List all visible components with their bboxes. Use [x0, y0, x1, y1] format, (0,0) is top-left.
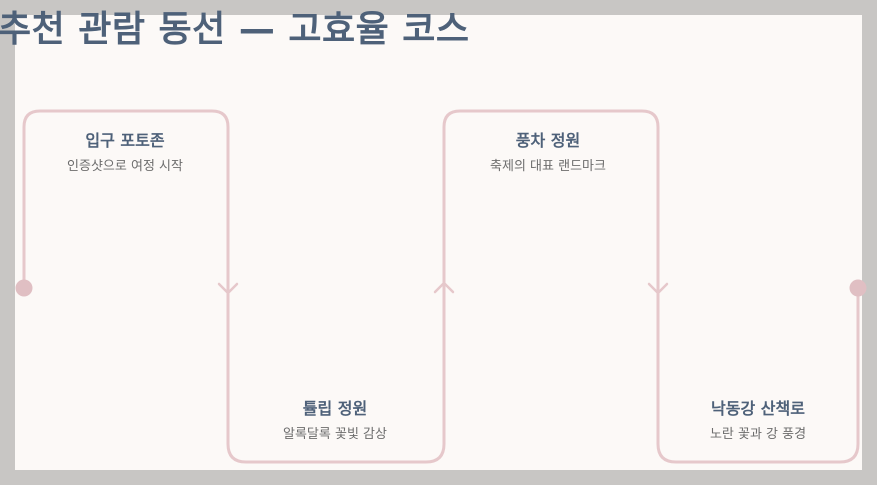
stop-description: 알록달록 꽃빛 감상: [283, 427, 387, 442]
start-dot: [15, 279, 33, 297]
stop-nakdong-river-trail: 낙동강 산책로 노란 꽃과 강 풍경: [648, 398, 868, 444]
page-title: 추천 관람 동선 — 고효율 코스: [0, 9, 470, 50]
end-dot: [849, 279, 867, 297]
stop-tulip-garden: 튤립 정원 알록달록 꽃빛 감상: [225, 398, 445, 444]
stop-description: 인증샷으로 여정 시작: [67, 159, 183, 174]
stop-entrance-photo-zone: 입구 포토존 인증샷으로 여정 시작: [15, 130, 235, 176]
stop-description: 축제의 대표 랜드마크: [490, 159, 606, 174]
route-path: [22, 109, 860, 464]
stop-description: 노란 꽃과 강 풍경: [709, 427, 807, 442]
stop-name: 풍차 정원: [515, 131, 581, 150]
arrow-up-icon: [433, 281, 455, 294]
stop-name: 낙동강 산책로: [711, 399, 805, 418]
stop-name: 튤립 정원: [302, 399, 368, 418]
slide: [15, 15, 862, 470]
stop-windmill-garden: 풍차 정원 축제의 대표 랜드마크: [438, 130, 658, 176]
stop-name: 입구 포토존: [85, 131, 165, 150]
arrow-down-icon: [217, 282, 239, 295]
arrow-down-icon: [647, 282, 669, 295]
